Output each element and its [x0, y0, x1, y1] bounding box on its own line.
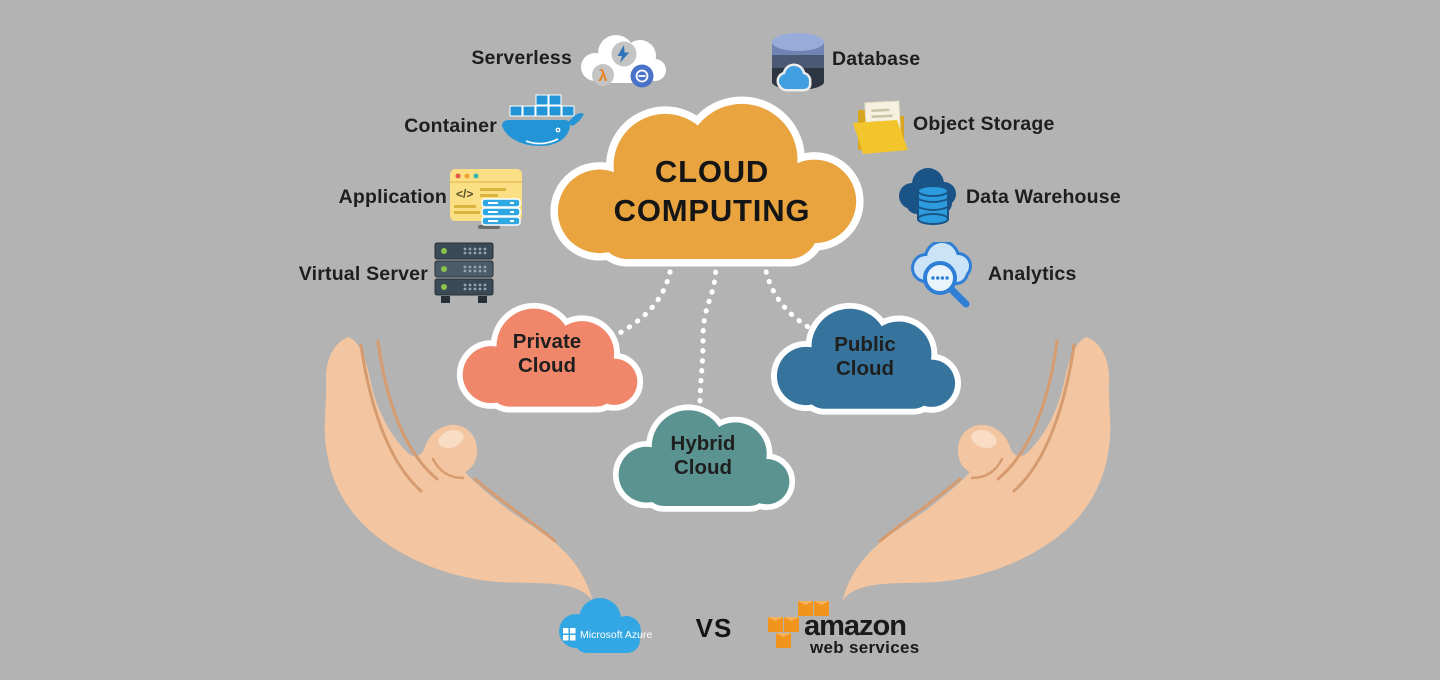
aws-cubes [768, 601, 829, 648]
label-analytics: Analytics [988, 263, 1077, 285]
label-application: Application [338, 186, 447, 208]
window-dots [473, 173, 479, 179]
magnifier-handle [947, 285, 970, 308]
main-cloud [538, 90, 886, 274]
lambda-badge [592, 64, 614, 86]
aws-wordmark: amazon [804, 610, 907, 642]
hybrid-cloud-label: Hybrid Cloud [670, 432, 736, 479]
server-stack [481, 198, 521, 226]
right-hand [835, 331, 1120, 603]
connector-private [615, 259, 675, 337]
private-cloud [452, 296, 648, 419]
database-cylinder-icon [766, 28, 830, 99]
magnifier-lens [923, 261, 957, 295]
folder-document-icon [850, 96, 914, 165]
aws-logo [764, 594, 836, 665]
left-hand [315, 331, 600, 603]
azure-label: Microsoft Azure [580, 629, 653, 641]
serverless-functions-cloud-icon: λ [576, 28, 672, 99]
whale-eye [557, 129, 559, 131]
server-rack-icon [433, 241, 495, 310]
label-object-storage: Object Storage [913, 113, 1055, 135]
label-data-warehouse: Data Warehouse [966, 186, 1121, 208]
vs-label: VS [695, 613, 733, 643]
main-title-line1: CLOUD [654, 154, 770, 189]
connector-public [761, 259, 823, 337]
hybrid-cloud [608, 398, 800, 518]
cylinder [917, 185, 949, 225]
private-cloud-label: Private Cloud [512, 330, 582, 377]
microsoft-azure-logo: Microsoft Azure [548, 597, 654, 664]
label-serverless: Serverless [471, 47, 572, 69]
connector-hybrid [697, 259, 719, 407]
lightning-icon [617, 45, 629, 63]
main-title: CLOUD COMPUTING [562, 152, 862, 230]
microsoft-squares-icon [563, 628, 576, 641]
server-leds [441, 248, 447, 290]
label-virtual-server: Virtual Server [298, 263, 428, 285]
database-cloud-accent [776, 63, 812, 92]
label-database: Database [832, 48, 921, 70]
docker-whale-icon [498, 94, 584, 159]
lambda-icon: λ [599, 68, 608, 85]
app-window-icon: </> [446, 167, 532, 236]
code-icon: </> [456, 187, 473, 201]
whale-tail [568, 113, 584, 126]
main-title-line2: COMPUTING [613, 193, 811, 228]
monitor-stand [478, 225, 500, 229]
cloud-cylinder-icon [896, 166, 962, 235]
public-cloud [766, 296, 966, 421]
aws-subtitle: web services [810, 638, 920, 657]
public-cloud-label: Public Cloud [834, 333, 896, 380]
magnifier-cloud-icon [906, 240, 982, 315]
label-container: Container [404, 115, 497, 137]
folder-front [853, 120, 908, 154]
